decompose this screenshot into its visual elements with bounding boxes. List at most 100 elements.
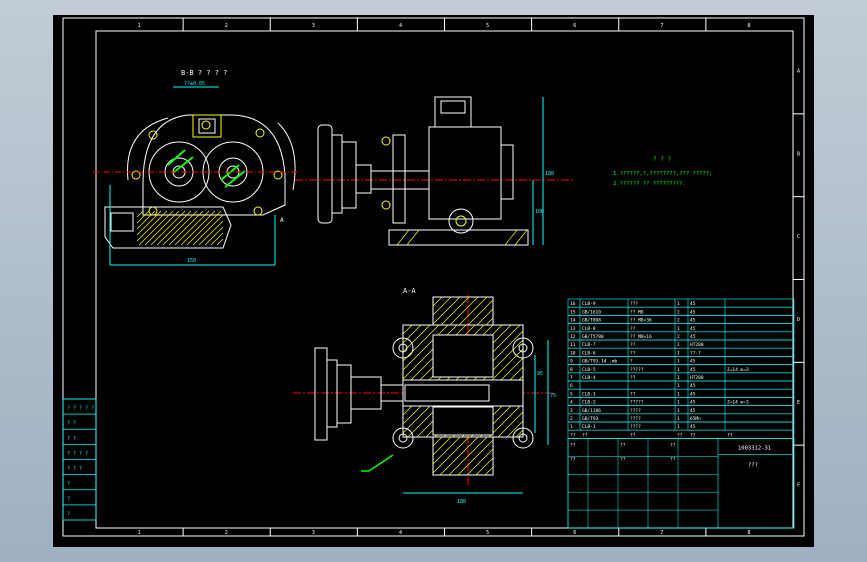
parts-cell: 45	[690, 334, 696, 340]
hatch-line	[174, 210, 210, 246]
section-bb-label: B-B ? ? ? ?	[181, 69, 227, 77]
parts-header-cell: ??	[570, 432, 576, 438]
top-boss-bore	[198, 118, 216, 134]
parts-row	[567, 306, 795, 316]
parts-cell: 3	[570, 408, 573, 414]
sign-label: ??	[570, 442, 576, 448]
parts-cell: 4	[570, 400, 573, 406]
parts-cell: 45	[690, 367, 696, 373]
parts-cell: ??	[630, 342, 636, 348]
zone-bottom-2: 2	[225, 530, 228, 536]
parts-cell: GB/1186	[582, 408, 601, 414]
pump-body-outline	[142, 114, 286, 216]
parts-row	[567, 380, 795, 390]
pump-housing	[428, 126, 502, 220]
hatch-line	[485, 317, 494, 326]
aa-dim-right-text: 75	[550, 393, 556, 399]
bolt-hole-1	[131, 170, 141, 180]
parts-cell: 10	[570, 350, 576, 356]
strip-cell: ?	[67, 511, 70, 517]
hatch-line	[402, 324, 431, 353]
parts-cell: 45	[690, 400, 696, 406]
strip-cell: ? ?	[67, 421, 76, 427]
base-plate	[388, 229, 529, 246]
zone-side-C: C	[797, 234, 800, 240]
aa-pulley	[314, 347, 352, 441]
hatch-line	[440, 296, 470, 326]
parts-cell: CLB-8	[582, 326, 596, 332]
hatch-line	[458, 296, 488, 326]
lug-hole-2	[518, 343, 528, 353]
hatch-line	[192, 214, 224, 246]
left-title-strip: ? ? ? ? ?? ?? ?? ? ? ?? ? ????	[62, 398, 97, 521]
sign-label: ??	[670, 442, 676, 448]
gear-tooth-hatch	[167, 149, 246, 188]
notes-heading: ? ? ?	[653, 156, 671, 163]
parts-cell: 45	[690, 301, 696, 307]
parts-cell: GB/T5780	[582, 334, 604, 340]
aa-bottom-boss	[432, 436, 494, 476]
dim-top-text: ??±0.05	[184, 81, 205, 87]
hatch-line	[216, 238, 224, 246]
parts-cell: 11	[570, 342, 576, 348]
parts-cell: 2	[677, 334, 680, 340]
parts-header-cell: ??	[727, 432, 733, 438]
lug-hole-4	[518, 433, 528, 443]
parts-cell: 1	[677, 408, 680, 414]
parts-cell: ?????	[630, 367, 644, 373]
parts-cell: 6	[570, 383, 573, 389]
note-line-2: 2.?????? ?? ?????????.	[613, 181, 686, 187]
parts-cell: ?? M6	[630, 309, 644, 315]
parts-header-cell: ??	[582, 432, 588, 438]
strip-cell: ?	[67, 496, 70, 502]
parts-cell: ?????	[630, 400, 644, 406]
parts-cell: CLB-2	[582, 400, 596, 406]
hatch-line	[467, 299, 494, 326]
hatch-line	[402, 324, 422, 344]
zone-bottom-8: 8	[747, 530, 750, 536]
section-aa-view: A-A	[293, 287, 556, 505]
base-outline	[104, 206, 232, 249]
hatch-line	[476, 308, 494, 326]
parts-cell: 1	[677, 375, 680, 381]
parts-cell: Z=14 m=3	[727, 400, 749, 406]
hatch-line	[168, 210, 204, 246]
parts-row	[567, 339, 795, 349]
sign-label: ??	[570, 456, 576, 462]
hatch-line	[432, 296, 443, 307]
inlet-flange	[448, 208, 474, 234]
flange-outline	[127, 117, 296, 191]
rear-cover	[500, 144, 514, 200]
zone-top-2: 2	[225, 23, 228, 29]
zone-side-E: E	[797, 400, 800, 406]
parts-cell: ????	[630, 416, 641, 422]
hatch-line	[162, 210, 198, 246]
parts-cell: 45	[690, 424, 696, 430]
parts-cell: 1	[677, 342, 680, 348]
zone-bottom-1: 1	[138, 530, 141, 536]
hatch-line	[144, 210, 180, 246]
parts-cell: 16	[570, 301, 576, 307]
hatch-line	[136, 210, 162, 236]
parts-header-cell: ??	[630, 432, 636, 438]
parts-cell: 1	[677, 359, 680, 365]
hatch-line	[432, 436, 461, 465]
parts-cell: 1	[677, 301, 680, 307]
parts-cell: Z=14 m=3	[727, 367, 749, 373]
zone-bottom-6: 6	[573, 530, 576, 536]
inner-border	[95, 30, 794, 529]
parts-row	[567, 315, 795, 324]
zone-bottom-5: 5	[486, 530, 489, 536]
parts-cell: ????	[630, 408, 641, 414]
hatch-line	[439, 436, 479, 476]
parts-cell: GB/T93	[582, 416, 599, 422]
note-line-1: 1.??????,?,????????,??? ?????;	[613, 171, 712, 177]
section-bb-view: B-B ? ? ? ? ??±0.05	[93, 69, 298, 266]
hatch-line	[150, 210, 186, 246]
hatch-line	[497, 411, 524, 438]
parts-row	[567, 405, 795, 415]
pulley-groove	[331, 134, 343, 214]
parts-cell: 2	[570, 416, 573, 422]
